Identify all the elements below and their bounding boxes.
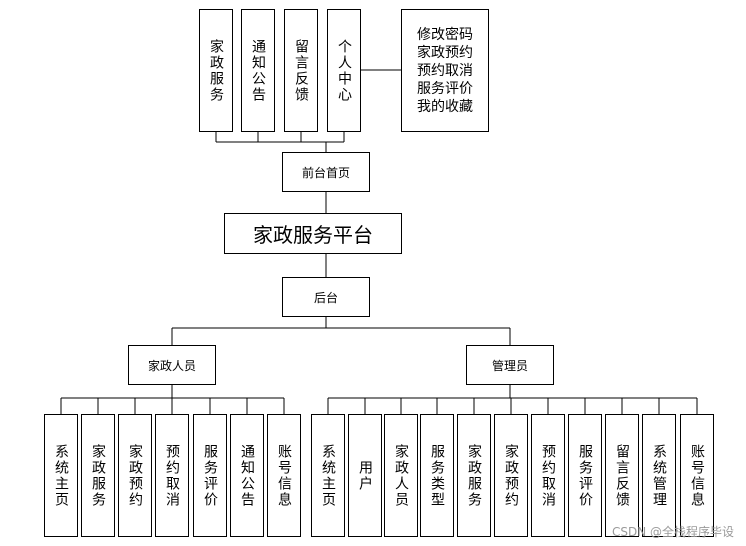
admin-module-item: 系统主页 — [311, 414, 345, 537]
admin-module-item: 留言反馈 — [605, 414, 639, 537]
backend-box: 后台 — [282, 277, 370, 317]
personal-center-menu-item: 预约取消 — [417, 62, 473, 79]
staff-role-box: 家政人员 — [128, 345, 216, 385]
staff-module-item: 家政服务 — [81, 414, 115, 537]
admin-module-item: 家政服务 — [457, 414, 491, 537]
staff-module-item: 系统主页 — [44, 414, 78, 537]
admin-module-item: 家政人员 — [384, 414, 418, 537]
platform-title-box: 家政服务平台 — [224, 213, 402, 254]
front-menu-item: 个人中心 — [327, 9, 361, 132]
personal-center-menu-box: 修改密码家政预约预约取消服务评价我的收藏 — [401, 9, 489, 132]
admin-module-item: 预约取消 — [531, 414, 565, 537]
personal-center-menu-item: 家政预约 — [417, 44, 473, 61]
front-menu-item: 通知公告 — [241, 9, 275, 132]
admin-role-box: 管理员 — [466, 345, 554, 385]
staff-module-item: 通知公告 — [230, 414, 264, 537]
admin-module-item: 用户 — [348, 414, 382, 537]
staff-module-item: 家政预约 — [118, 414, 152, 537]
admin-module-item: 家政预约 — [494, 414, 528, 537]
admin-module-item: 服务评价 — [568, 414, 602, 537]
personal-center-menu-item: 服务评价 — [417, 80, 473, 97]
personal-center-menu-item: 我的收藏 — [417, 98, 473, 115]
watermark: CSDN @全栈程序毕设 — [611, 525, 734, 539]
admin-module-item: 服务类型 — [420, 414, 454, 537]
front-menu-item: 家政服务 — [199, 9, 233, 132]
front-home-box: 前台首页 — [282, 152, 370, 192]
staff-module-item: 服务评价 — [193, 414, 227, 537]
staff-module-item: 预约取消 — [155, 414, 189, 537]
front-menu-item: 留言反馈 — [284, 9, 318, 132]
admin-module-item: 系统管理 — [642, 414, 676, 537]
staff-module-item: 账号信息 — [267, 414, 301, 537]
admin-module-item: 账号信息 — [680, 414, 714, 537]
personal-center-menu-item: 修改密码 — [417, 26, 473, 43]
